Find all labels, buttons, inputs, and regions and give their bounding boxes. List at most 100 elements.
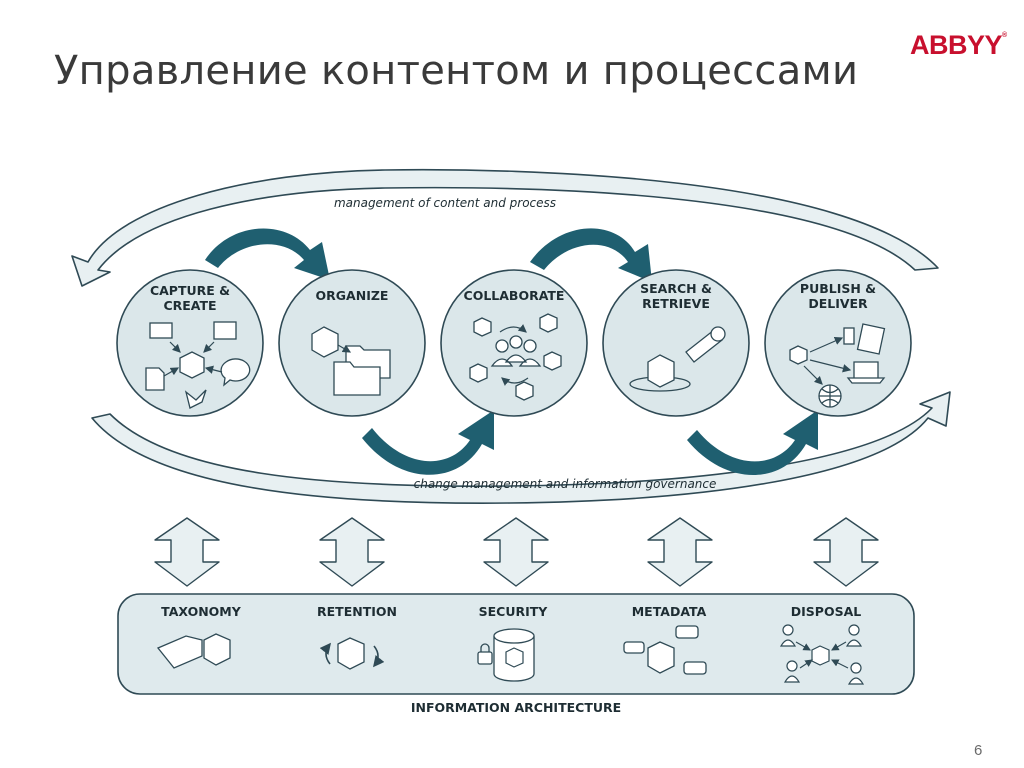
- content-box-icon: [337, 637, 365, 670]
- arrow-icon: [809, 337, 844, 353]
- architecture-label: RETENTION: [317, 604, 397, 619]
- flow-arrow-capture-to-organize: [205, 228, 330, 280]
- logo-text: ABBYY: [910, 30, 1003, 60]
- person-body-icon: [845, 639, 863, 647]
- bottom-cycle-label: change management and information govern…: [414, 477, 717, 491]
- flow-arrow-organize-to-collaborate: [362, 410, 494, 475]
- stage-label-line: ORGANIZE: [316, 288, 389, 303]
- content-box-icon: [473, 317, 492, 337]
- flow-arrow-search-to-publish: [687, 410, 818, 476]
- arrow-icon: [795, 641, 811, 651]
- search-icons: [629, 326, 726, 392]
- person-body-icon: [779, 639, 797, 647]
- stage-label-line: DELIVER: [808, 296, 868, 311]
- tablet-icon: [856, 323, 886, 355]
- stage-label-line: PUBLISH &: [800, 281, 876, 296]
- collaborate-icons: [469, 313, 562, 401]
- folder-icon: [333, 361, 381, 396]
- padlock-icon: [477, 651, 493, 665]
- content-box-icon: [179, 351, 205, 379]
- phone-icon: [843, 327, 855, 345]
- stage-publish-deliver: PUBLISH & DELIVER: [764, 269, 912, 417]
- architecture-panel-label: INFORMATION ARCHITECTURE: [411, 700, 621, 715]
- double-arrow-icon: [813, 517, 879, 587]
- bird-icon: [184, 389, 207, 409]
- disposal-people: [779, 624, 865, 685]
- disposal-arrows: [795, 641, 849, 669]
- person-icon: [848, 624, 860, 636]
- padlock-shackle: [480, 643, 490, 652]
- content-box-icon: [539, 313, 558, 333]
- double-arrow-icon: [154, 517, 220, 587]
- architecture-label: DISPOSAL: [791, 604, 861, 619]
- top-cycle-arrow: [71, 168, 939, 287]
- arrow-icon: [499, 324, 527, 333]
- top-cycle-label: management of content and process: [334, 196, 556, 210]
- person-icon: [786, 660, 798, 672]
- stage-circle: [278, 269, 426, 417]
- logo-registered-mark: ®: [1002, 32, 1007, 39]
- person-icon: [850, 662, 862, 674]
- content-box-icon: [647, 641, 675, 674]
- arrow-icon: [809, 359, 852, 373]
- database-top: [493, 628, 535, 644]
- architecture-label: SECURITY: [479, 604, 549, 619]
- stage-label-line: SEARCH &: [640, 281, 712, 296]
- stage-capture-create: CAPTURE & CREATE: [116, 269, 264, 417]
- content-box-icon: [311, 326, 339, 358]
- stage-label-line: COLLABORATE: [464, 288, 565, 303]
- capture-icons: [145, 321, 251, 409]
- architecture-item-security: SECURITY: [477, 604, 549, 682]
- document-icon: [145, 367, 165, 391]
- globe-lines: [819, 385, 841, 407]
- envelope-icon: [149, 322, 173, 339]
- stage-label-line: RETRIEVE: [642, 296, 710, 311]
- content-box-icon: [469, 363, 488, 383]
- page-number: 6: [974, 742, 983, 759]
- content-box-icon: [543, 351, 562, 371]
- architecture-item-disposal: DISPOSAL: [779, 604, 865, 685]
- person-icon: [495, 339, 509, 353]
- cycle-arrow-icon: [319, 642, 331, 665]
- stage-search-retrieve: SEARCH & RETRIEVE: [602, 269, 750, 417]
- architecture-item-retention: RETENTION: [317, 604, 397, 670]
- tag-icon: [156, 635, 203, 669]
- slide-title: Управление контентом и процессами: [54, 48, 859, 94]
- architecture-item-taxonomy: TAXONOMY: [156, 604, 242, 669]
- flashlight-lens-icon: [710, 326, 726, 342]
- person-body-icon: [847, 677, 865, 685]
- organize-icons: [311, 326, 391, 396]
- flow-arrows: [205, 228, 818, 476]
- arrow-icon: [203, 341, 215, 353]
- person-icon: [782, 624, 794, 636]
- publish-icons: [789, 323, 886, 408]
- connector-arrows: [154, 517, 879, 587]
- laptop-icon: [846, 361, 886, 384]
- arrow-icon: [831, 659, 849, 669]
- label-bubble-icon: [683, 661, 707, 675]
- content-box-icon: [505, 647, 524, 668]
- arrow-icon: [799, 659, 813, 669]
- content-box-icon: [647, 354, 675, 388]
- arrow-icon: [831, 641, 847, 651]
- image-icon: [213, 321, 237, 340]
- arrow-icon: [337, 344, 352, 353]
- stage-label-line: CAPTURE &: [150, 283, 230, 298]
- arrow-icon: [163, 367, 180, 377]
- capture-arrows: [163, 341, 223, 377]
- architecture-item-metadata: METADATA: [623, 604, 707, 675]
- double-arrow-icon: [483, 517, 549, 587]
- person-body-icon: [783, 675, 801, 683]
- content-box-icon: [789, 345, 808, 365]
- arrow-icon: [204, 365, 223, 374]
- stage-collaborate: COLLABORATE: [440, 269, 588, 417]
- flow-arrow-collaborate-to-search: [530, 228, 652, 282]
- person-icon: [523, 339, 537, 353]
- person-icon: [509, 335, 523, 349]
- cycle-arrow-icon: [373, 645, 385, 668]
- content-box-icon: [811, 645, 830, 666]
- abbyy-logo: ABBYY®: [910, 30, 1007, 61]
- stage-label-line: CREATE: [163, 298, 216, 313]
- collaborate-arrows: [499, 324, 529, 386]
